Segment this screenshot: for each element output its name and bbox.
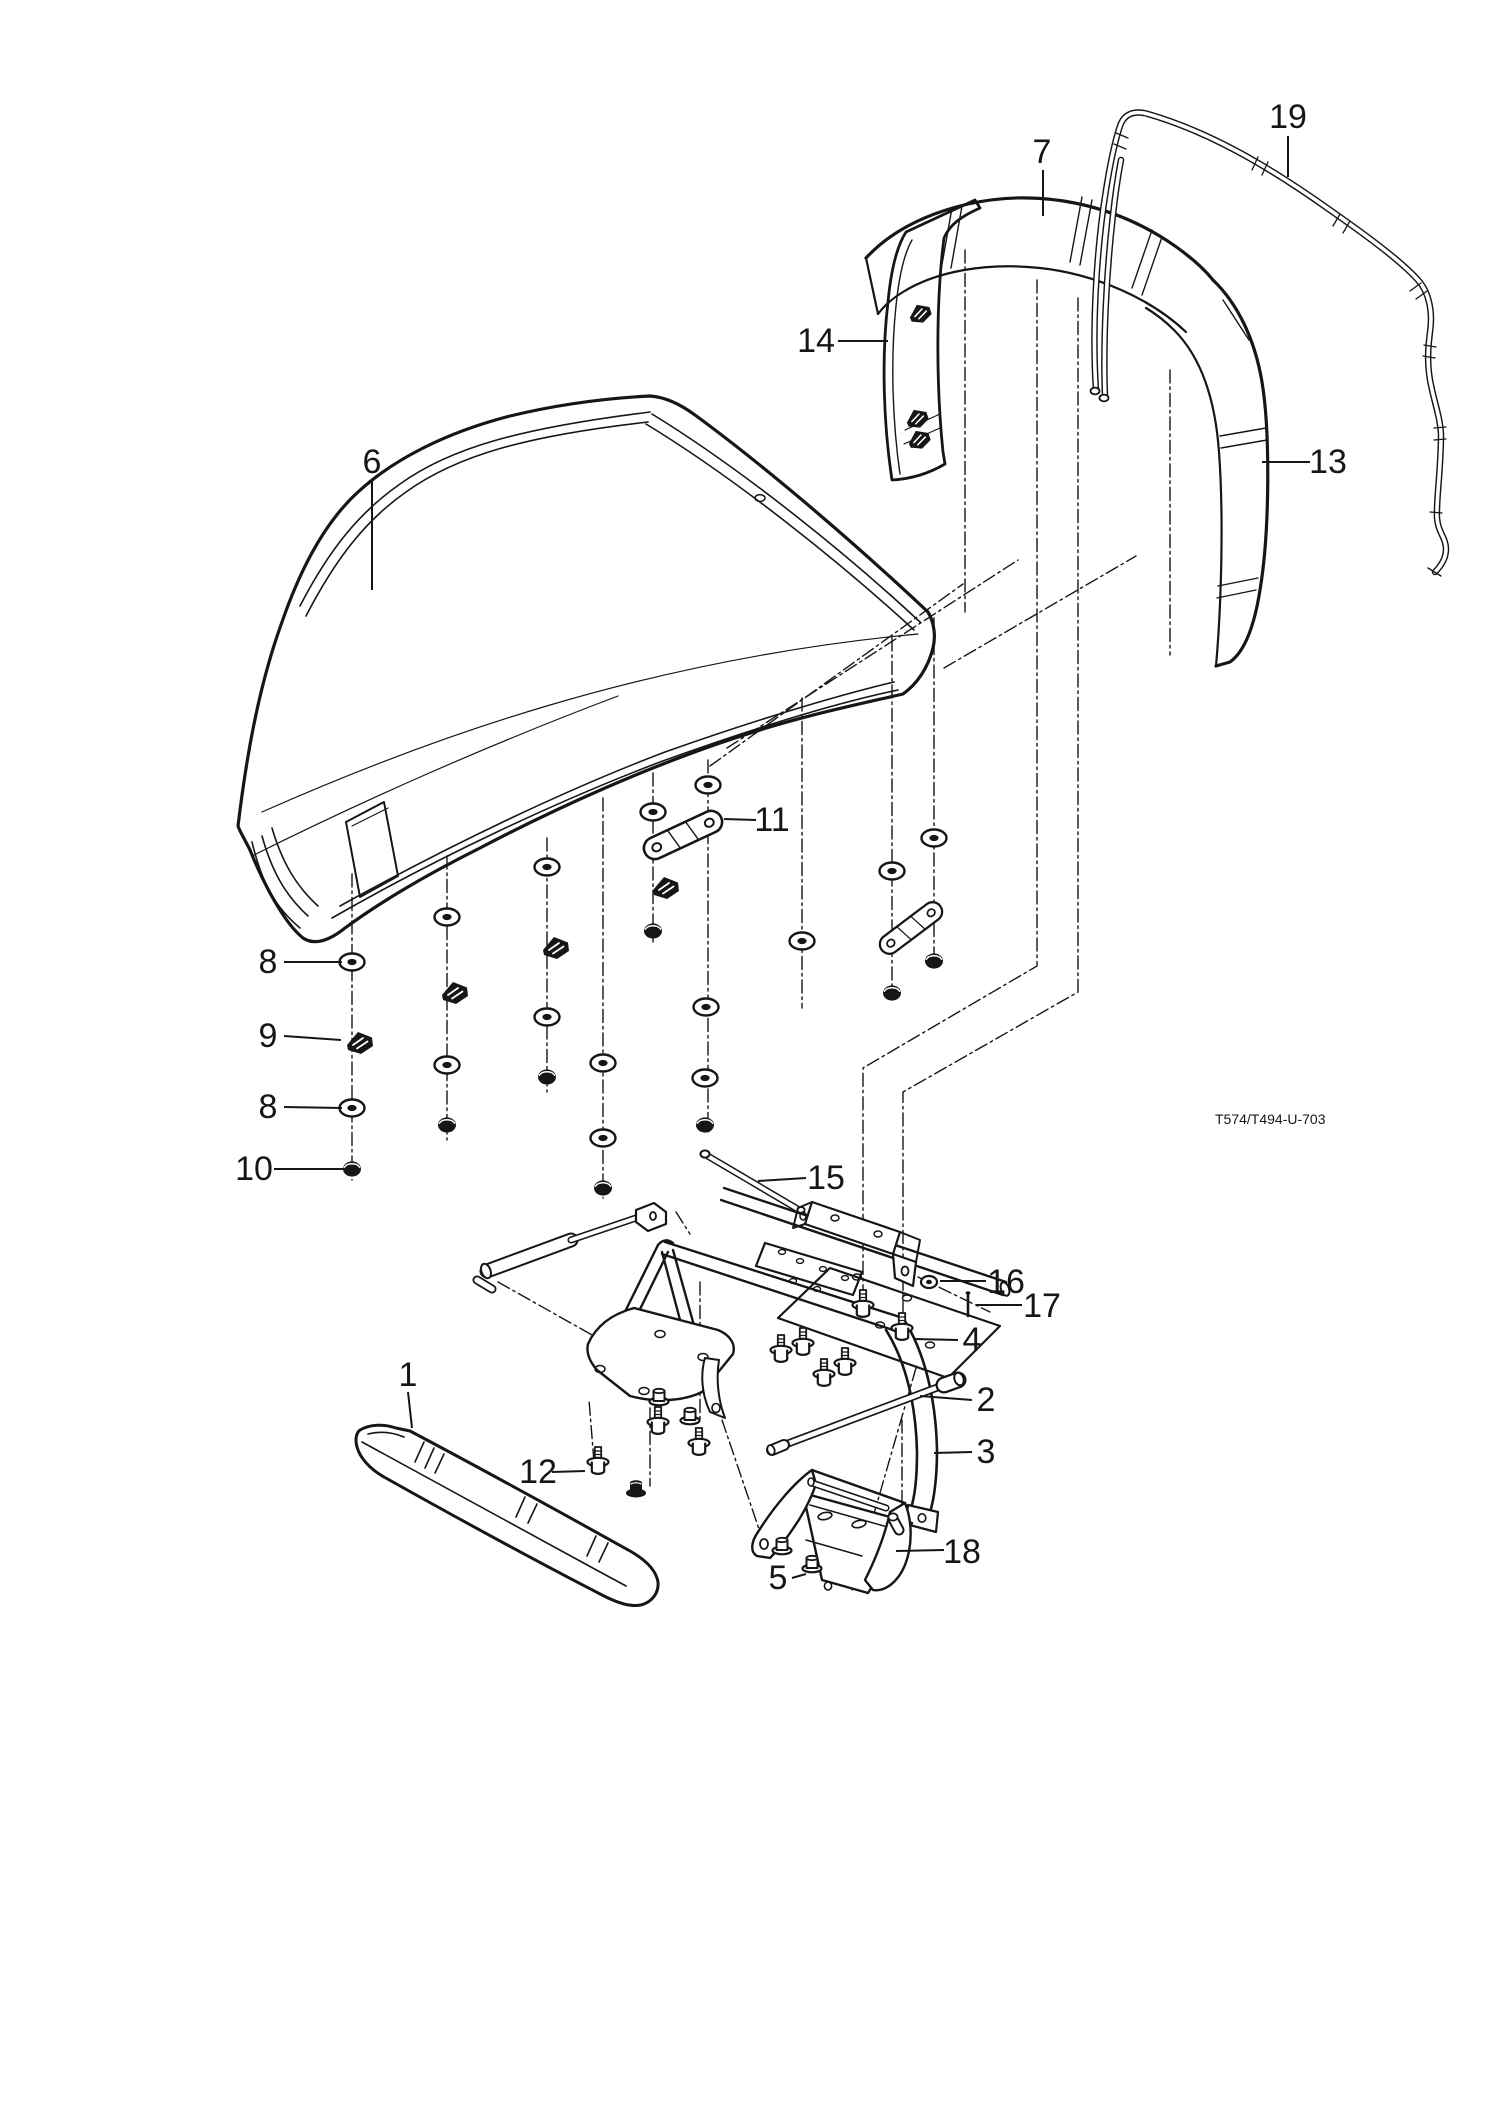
callout-label-8-7: 8 [259, 943, 278, 981]
callout-leader-3 [933, 1451, 973, 1454]
callout-label-8-9: 8 [259, 1088, 278, 1126]
callout-label-2-1: 2 [977, 1381, 996, 1419]
callout-label-16-16: 16 [987, 1263, 1025, 1301]
callout-label-17-17: 17 [1023, 1287, 1061, 1325]
hood-panel [236, 394, 936, 944]
frame-side-leg [884, 1316, 940, 1534]
gas-strut [472, 1201, 668, 1294]
callout-label-13-13: 13 [1309, 443, 1347, 481]
callout-leader-5 [791, 1573, 807, 1579]
callout-label-9-8: 9 [259, 1017, 278, 1055]
callout-label-19-19: 19 [1269, 98, 1307, 136]
callout-label-10-10: 10 [235, 1150, 273, 1188]
callout-leader-15 [757, 1177, 807, 1182]
callout-label-6-5: 6 [363, 443, 382, 481]
reference-code: T574/T494-U-703 [1215, 1111, 1326, 1127]
arch-left-trim-panel [882, 198, 982, 482]
callout-label-5-4: 5 [769, 1559, 788, 1597]
callout-label-1-0: 1 [399, 1356, 418, 1394]
callout-leader-8 [283, 1106, 343, 1109]
callout-leader-4 [913, 1338, 959, 1341]
callout-label-12-12: 12 [519, 1453, 557, 1491]
callout-label-18-18: 18 [943, 1533, 981, 1571]
callout-label-11-11: 11 [754, 801, 789, 839]
front-lower-panel [354, 1423, 660, 1607]
callout-label-4-3: 4 [963, 1321, 982, 1359]
hood-arch-top [864, 196, 1215, 334]
pin-17 [965, 1291, 971, 1318]
cross-rod [766, 1371, 967, 1456]
seal-trim [1089, 109, 1450, 577]
callout-leader-1 [407, 1391, 413, 1429]
support-frame [586, 1186, 1011, 1419]
callout-leader-9 [283, 1035, 342, 1041]
callout-leader-12 [551, 1470, 586, 1473]
callout-label-7-6: 7 [1033, 133, 1052, 171]
callout-leader-2 [919, 1395, 973, 1401]
washer-16 [919, 1274, 939, 1290]
hinge-bracket [792, 1200, 921, 1288]
callout-label-15-15: 15 [807, 1159, 845, 1197]
callout-label-3-2: 3 [977, 1433, 996, 1471]
callout-leader-18 [895, 1549, 945, 1552]
lower-hinge-bracket [751, 1468, 914, 1595]
callout-leader-11 [723, 818, 757, 821]
hood-arch-right-leg [1144, 278, 1270, 668]
callout-label-14-14: 14 [797, 322, 835, 360]
